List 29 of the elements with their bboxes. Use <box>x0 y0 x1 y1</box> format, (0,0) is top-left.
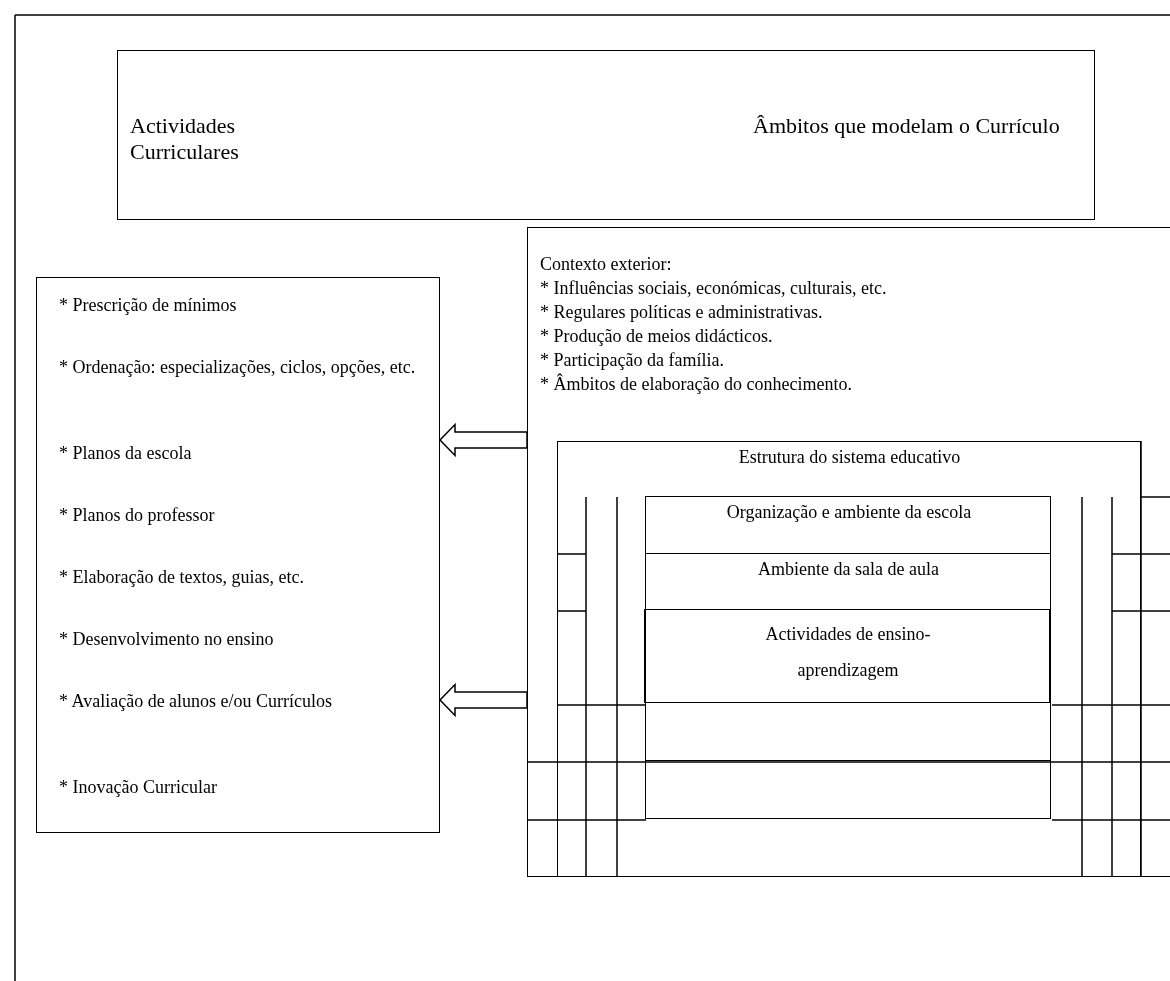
box-text: Actividades de ensino-aprendizagem <box>764 623 932 682</box>
heading-text: Contexto exterior: <box>540 253 672 276</box>
box-text: * Influências sociais, económicas, culturais, etc. <box>540 277 887 300</box>
box-text: * Planos do professor <box>59 504 215 527</box>
box-text: Organização e ambiente da escola <box>725 501 973 524</box>
box-text: * Participação da família. <box>540 349 724 372</box>
box-text: Ambiente da sala de aula <box>757 557 940 581</box>
level-box <box>644 609 1050 703</box>
level-box <box>556 440 1141 877</box>
box-text: * Regulares políticas e administrativas. <box>540 301 823 324</box>
box-text: * Produção de meios didácticos. <box>540 325 773 348</box>
box-text: * Prescrição de mínimos <box>59 294 237 317</box>
box-text: * Âmbitos de elaboração do conhecimento. <box>540 372 852 396</box>
block-arrow <box>438 422 528 458</box>
box-text: Estrutura do sistema educativo <box>737 445 962 469</box>
box-text: * Ordenação: especializações, ciclos, opções, etc. <box>59 356 416 379</box>
block-arrow <box>438 682 528 718</box>
heading-text: Actividades Curriculares <box>130 113 240 165</box>
box-text: * Avaliação de alunos e/ou Currículos <box>59 690 333 713</box>
box-text: * Planos da escola <box>59 442 192 465</box>
box-text: * Elaboração de textos, guias, etc. <box>59 566 304 589</box>
box-text: * Inovação Curricular <box>59 776 217 799</box>
heading-text: Âmbitos que modelam o Currículo <box>753 113 1060 139</box>
box-text: * Desenvolvimento no ensino <box>59 628 274 651</box>
level-box <box>644 552 1051 761</box>
list-box <box>36 277 440 833</box>
context-box <box>527 227 1170 877</box>
header-box <box>117 50 1095 220</box>
level-box <box>645 496 1051 819</box>
